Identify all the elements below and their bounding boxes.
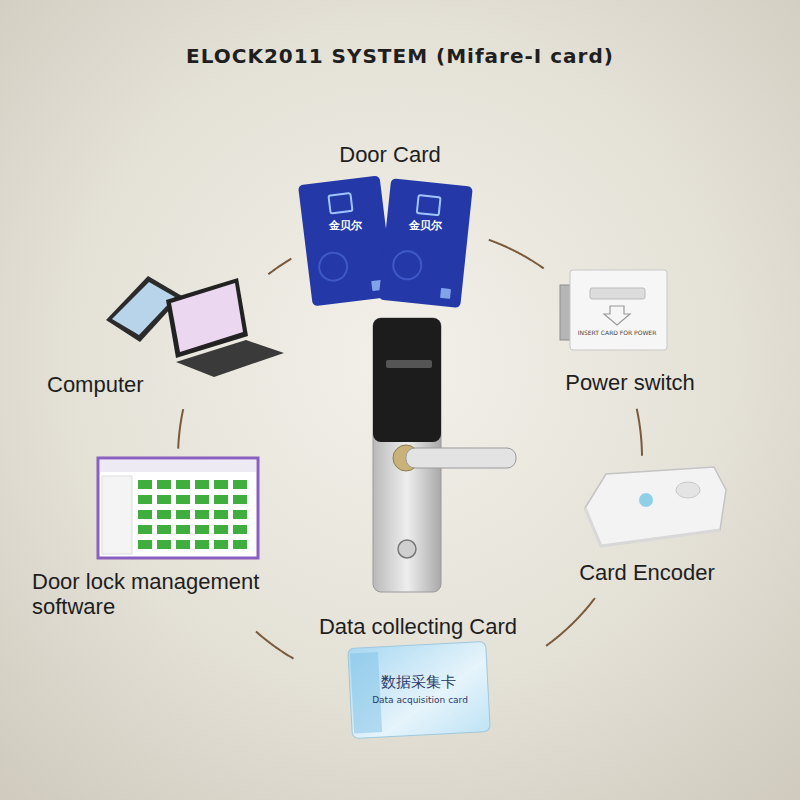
printed-text: 金贝尔 bbox=[409, 220, 442, 233]
encoder-edge bbox=[585, 508, 720, 546]
tablet-back-screen bbox=[112, 282, 175, 335]
room-status-cell bbox=[195, 510, 209, 519]
encoder-body bbox=[585, 467, 726, 546]
card-pattern bbox=[392, 250, 423, 281]
card-logo bbox=[328, 193, 352, 214]
printed-text: Data acquisition card bbox=[372, 695, 468, 705]
room-status-cell bbox=[233, 525, 247, 534]
data-card-body bbox=[348, 641, 491, 738]
window-tree-panel bbox=[102, 476, 132, 554]
lock-reader-slot bbox=[386, 360, 432, 368]
management-software-node: Door lock management software bbox=[28, 455, 303, 625]
encoder-cutout bbox=[676, 482, 700, 498]
lock-handle bbox=[406, 448, 516, 468]
card-logo bbox=[417, 195, 441, 215]
keyboard bbox=[176, 340, 284, 377]
component-label: Data collecting Card bbox=[319, 614, 517, 639]
switch-slot bbox=[590, 288, 645, 299]
room-status-cell bbox=[176, 495, 190, 504]
card-body bbox=[298, 175, 394, 306]
computer-node: Computer bbox=[40, 268, 262, 403]
lock-cylinder bbox=[398, 540, 416, 558]
room-status-cell bbox=[195, 480, 209, 489]
card-encoder-node: Card Encoder bbox=[565, 462, 735, 592]
lock-reader-head bbox=[373, 318, 441, 442]
ring-connector bbox=[268, 259, 291, 275]
room-status-cell bbox=[138, 525, 152, 534]
room-status-cell bbox=[157, 480, 171, 489]
tablet-front-screen bbox=[171, 283, 243, 352]
door-lock-icon bbox=[373, 318, 516, 592]
room-status-cell bbox=[176, 525, 190, 534]
printed-text: 金贝尔 bbox=[329, 220, 362, 233]
ring-connector bbox=[546, 598, 595, 646]
room-status-cell bbox=[138, 495, 152, 504]
power-switch-icon bbox=[560, 270, 667, 350]
switch-arrow bbox=[604, 306, 630, 325]
room-status-cell bbox=[233, 510, 247, 519]
room-status-cell bbox=[214, 525, 228, 534]
data-card-icon bbox=[348, 641, 491, 738]
room-status-cell bbox=[176, 540, 190, 549]
window-menubar bbox=[100, 460, 256, 472]
card-body bbox=[379, 178, 473, 308]
ring-connector bbox=[637, 409, 642, 456]
room-status-cell bbox=[138, 480, 152, 489]
door-card-icon bbox=[379, 178, 473, 308]
room-status-cell bbox=[195, 525, 209, 534]
room-status-cell bbox=[233, 480, 247, 489]
component-label: Door Card bbox=[339, 142, 440, 167]
card-chip bbox=[440, 288, 451, 299]
card-encoder-icon bbox=[585, 467, 726, 546]
component-label: Door lock management software bbox=[32, 569, 297, 620]
component-label: Computer bbox=[47, 372, 144, 397]
room-status-cell bbox=[138, 540, 152, 549]
door-card-icon bbox=[298, 175, 394, 306]
room-status-cell bbox=[195, 540, 209, 549]
card-pattern bbox=[318, 251, 349, 282]
door-card-node: Door Card 金贝尔 金贝尔 bbox=[298, 140, 482, 310]
ring-connector bbox=[256, 631, 294, 658]
room-status-cell bbox=[176, 480, 190, 489]
software-window-icon bbox=[98, 458, 258, 558]
room-status-cell bbox=[176, 510, 190, 519]
room-status-cell bbox=[157, 540, 171, 549]
room-status-cell bbox=[233, 540, 247, 549]
printed-text: INSERT CARD FOR POWER bbox=[578, 330, 657, 337]
diagram-title: ELOCK2011 SYSTEM (Mifare-I card) bbox=[0, 44, 800, 68]
encoder-light bbox=[639, 493, 653, 507]
data-card-stripe bbox=[350, 652, 382, 733]
ring-connector bbox=[178, 409, 183, 449]
window-frame bbox=[98, 458, 258, 558]
switch-body bbox=[570, 270, 667, 350]
room-status-cell bbox=[214, 540, 228, 549]
ring-connector bbox=[489, 240, 544, 269]
room-status-cell bbox=[214, 510, 228, 519]
power-switch-node: Power switch INSERT CARD FOR POWER bbox=[550, 262, 712, 402]
room-status-cell bbox=[214, 495, 228, 504]
computer-icon bbox=[106, 276, 284, 377]
component-label: Card Encoder bbox=[579, 560, 715, 585]
room-status-cell bbox=[157, 525, 171, 534]
data-collecting-card-node: Data collecting Card 数据采集卡 Data acquisitio… bbox=[300, 610, 540, 742]
room-status-cell bbox=[233, 495, 247, 504]
room-status-cell bbox=[157, 495, 171, 504]
room-status-cell bbox=[195, 495, 209, 504]
room-status-cell bbox=[138, 510, 152, 519]
room-status-cell bbox=[157, 510, 171, 519]
room-status-cell bbox=[214, 480, 228, 489]
printed-text: 数据采集卡 bbox=[381, 674, 456, 691]
component-label: Power switch bbox=[565, 370, 695, 395]
